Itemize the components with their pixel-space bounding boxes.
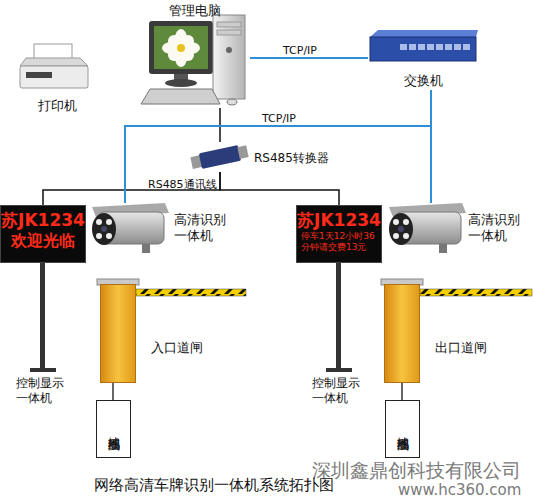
camera-led [96, 219, 102, 225]
port [400, 44, 407, 50]
barrier-cabinet: 出口道闸 [384, 284, 420, 383]
printer-top [20, 58, 88, 66]
node-text: 交换机 [368, 72, 478, 90]
monitor-frame [149, 21, 213, 74]
camera-led [96, 233, 102, 239]
drive-bay [217, 22, 241, 27]
port [427, 44, 434, 50]
monitor-screen [154, 26, 208, 69]
node-text: 欢迎光临 [1, 231, 85, 252]
barrier-arm [136, 289, 246, 296]
node-text: 高清识别一体机 [468, 212, 524, 244]
camera-lens [398, 226, 404, 232]
node-text: 出口道闸 [435, 339, 487, 357]
flower [162, 29, 200, 67]
pc-tower [213, 15, 245, 99]
connector [250, 57, 368, 59]
connector [125, 90, 431, 203]
edge-label: TCP/IP [283, 44, 317, 57]
connector [220, 172, 339, 205]
computer-node: 管理电脑 [140, 2, 250, 108]
camera-led [106, 219, 112, 225]
node-text: 高清识别一体机 [174, 212, 230, 244]
display-pole [40, 263, 45, 370]
node-text: 地感线圈 [394, 427, 411, 431]
led-display: 苏JK1234欢迎光临 [0, 205, 86, 263]
node-text: 苏JK1234 [297, 210, 381, 231]
camera-illustration [389, 203, 466, 253]
node-text: 入口道闸 [151, 339, 203, 357]
camera-led [403, 233, 409, 239]
display-pole [336, 263, 341, 370]
drive-bay [217, 30, 241, 35]
edge-label: TCP/IP [262, 112, 296, 125]
node-text: 打印机 [15, 97, 100, 115]
printer-panel [26, 72, 52, 78]
port [463, 44, 470, 50]
port [454, 44, 461, 50]
node-text: 停车1天12小时36分钟请交费13元 [297, 231, 381, 253]
port [409, 44, 416, 50]
barrier-cabinet: 入口道闸 [100, 284, 136, 383]
converter-illustration [190, 143, 249, 171]
camera-mount [439, 244, 447, 253]
led-display: 苏JK1234停车1天12小时36分钟请交费13元 [296, 205, 382, 263]
printer-body [20, 66, 88, 88]
mouse [227, 99, 237, 105]
node-text: 苏JK1234 [1, 210, 85, 231]
connector [430, 90, 432, 203]
converter-node: RS485转换器 [192, 142, 332, 172]
port [418, 44, 425, 50]
flower-center [177, 44, 185, 52]
monitor-base [165, 79, 197, 87]
converter-body [199, 145, 241, 169]
switch-top [370, 30, 478, 37]
camera-led [403, 219, 409, 225]
node-text: 地感线圈 [105, 427, 122, 431]
barrier-arm [420, 289, 532, 296]
caption: 网络高清车牌识别一体机系统拓扑图 [94, 476, 334, 495]
pole-base [326, 368, 352, 372]
connector [237, 145, 248, 159]
camera-led [393, 233, 399, 239]
edge-label: RS485通讯线 [148, 177, 217, 192]
node-text: RS485转换器 [254, 150, 329, 167]
camera-led [106, 233, 112, 239]
camera-node: 高清识别一体机 [385, 203, 533, 253]
printer-illustration [20, 44, 88, 88]
printer-node: 打印机 [15, 40, 100, 115]
camera-face [92, 213, 116, 245]
camera-node: 高清识别一体机 [88, 203, 242, 253]
port [445, 44, 452, 50]
camera-face [389, 213, 413, 245]
switch-illustration [370, 30, 478, 61]
node-text: 管理电脑 [140, 2, 250, 20]
device-label: 控制显示一体机 [16, 376, 74, 406]
device-label: 控制显示一体机 [312, 376, 370, 406]
camera-illustration [92, 203, 169, 253]
switch-body [370, 37, 476, 61]
connector [112, 383, 114, 400]
connector [43, 172, 220, 205]
loop-box: 地感线圈 [385, 400, 420, 458]
watermark: 深圳鑫鼎创科技有限公司 [312, 458, 521, 484]
connector [401, 383, 403, 400]
switch-node: 交换机 [368, 28, 478, 90]
keyboard [141, 89, 220, 104]
computer-illustration [141, 15, 245, 105]
power-button [226, 47, 232, 53]
port [436, 44, 443, 50]
camera-mount [142, 244, 150, 253]
loop-box: 地感线圈 [96, 400, 131, 458]
camera-lens [101, 226, 107, 232]
pole-base [30, 368, 56, 372]
switch-ports [400, 44, 470, 50]
watermark: www.hc360.com [398, 481, 521, 499]
camera-led [393, 219, 399, 225]
